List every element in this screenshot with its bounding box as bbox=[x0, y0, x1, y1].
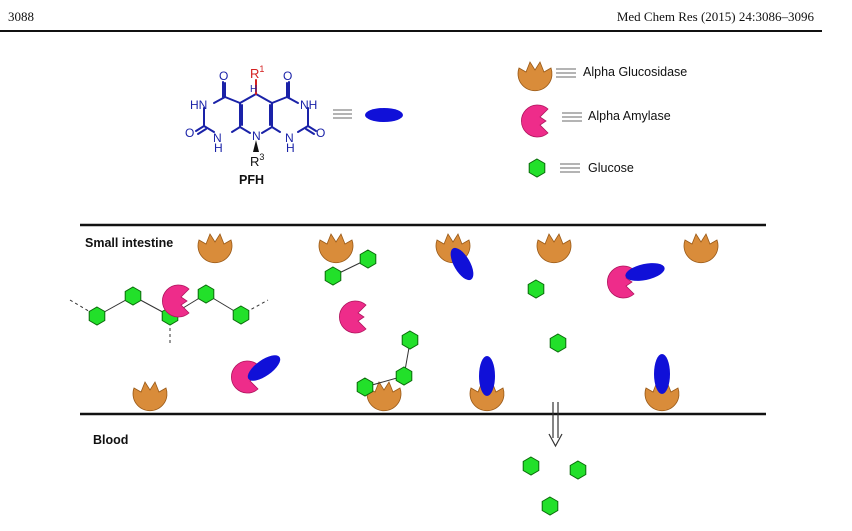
alpha-amylase-icon bbox=[339, 300, 367, 334]
absorption-arrow-icon bbox=[548, 402, 563, 448]
atom-n-left: N bbox=[213, 131, 222, 145]
glucose-hexagon-icon bbox=[527, 279, 545, 299]
inhibitor-icon bbox=[625, 263, 665, 281]
legend-eq-1 bbox=[556, 68, 576, 78]
inhibitor-icon bbox=[365, 108, 403, 122]
atom-n-right: N bbox=[285, 131, 294, 145]
legend-label-glucose: Glucose bbox=[588, 161, 634, 175]
atom-n-center: N bbox=[252, 129, 261, 143]
glucose-hexagon-icon bbox=[88, 306, 106, 326]
glucose-hexagon-icon bbox=[232, 305, 250, 325]
legend-label-alpha-glucosidase: Alpha Glucosidase bbox=[583, 65, 688, 79]
equivalence-sign bbox=[333, 109, 352, 119]
r1-label: R1 bbox=[250, 64, 264, 81]
atom-o-bottom-left: O bbox=[185, 126, 194, 140]
glucose-hexagon-icon bbox=[569, 460, 587, 480]
atom-hn-left: HN bbox=[190, 98, 207, 112]
glucose-hexagon-icon bbox=[395, 366, 413, 386]
alpha-glucosidase-icon bbox=[318, 233, 354, 264]
atom-nh-right: NH bbox=[300, 98, 317, 112]
alpha-glucosidase-icon bbox=[197, 233, 233, 264]
pfh-name: PFH bbox=[239, 173, 264, 187]
atom-h-right: H bbox=[286, 141, 295, 155]
atom-o-top-right: O bbox=[283, 69, 292, 83]
glucose-hexagon-icon bbox=[401, 330, 419, 350]
alpha-glucosidase-icon bbox=[536, 233, 572, 264]
r3-label: R3 bbox=[250, 152, 264, 169]
atom-o-bottom-right: O bbox=[316, 126, 325, 140]
small-intestine-label: Small intestine bbox=[85, 236, 174, 250]
inhibitor-icon bbox=[479, 356, 495, 396]
page-number: 3088 bbox=[8, 9, 34, 24]
pfh-atom-labels: O O HN NH O O N H N H N H bbox=[185, 69, 325, 155]
journal-citation: Med Chem Res (2015) 24:3086–3096 bbox=[616, 9, 814, 24]
inhibitor-icon bbox=[247, 355, 281, 381]
glucose-hexagon-icon bbox=[324, 266, 342, 286]
pfh-molecule bbox=[195, 79, 317, 152]
inhibitor-icon bbox=[450, 247, 474, 281]
alpha-glucosidase-icon bbox=[132, 381, 168, 412]
atom-o-top-left: O bbox=[219, 69, 228, 83]
alpha-amylase-icon bbox=[521, 104, 549, 138]
glucose-hexagon-icon bbox=[528, 158, 546, 178]
glucose-hexagon-icon bbox=[124, 286, 142, 306]
header-rule bbox=[0, 30, 822, 32]
glucose-hexagon-icon bbox=[522, 456, 540, 476]
glucose-hexagon-icon bbox=[549, 333, 567, 353]
alpha-glucosidase-icon bbox=[683, 233, 719, 264]
legend-eq-3 bbox=[560, 163, 580, 173]
inhibitor-icon bbox=[654, 354, 670, 394]
atom-h-left: H bbox=[214, 141, 223, 155]
atom-h-center: H bbox=[250, 84, 257, 95]
alpha-glucosidase-icon bbox=[517, 61, 553, 92]
glucose-hexagon-icon bbox=[356, 377, 374, 397]
legend-eq-2 bbox=[562, 112, 582, 122]
glucose-hexagon-icon bbox=[541, 496, 559, 516]
legend-label-alpha-amylase: Alpha Amylase bbox=[588, 109, 671, 123]
glucose-hexagon-icon bbox=[359, 249, 377, 269]
blood-label: Blood bbox=[93, 433, 129, 447]
glucose-hexagon-icon bbox=[197, 284, 215, 304]
